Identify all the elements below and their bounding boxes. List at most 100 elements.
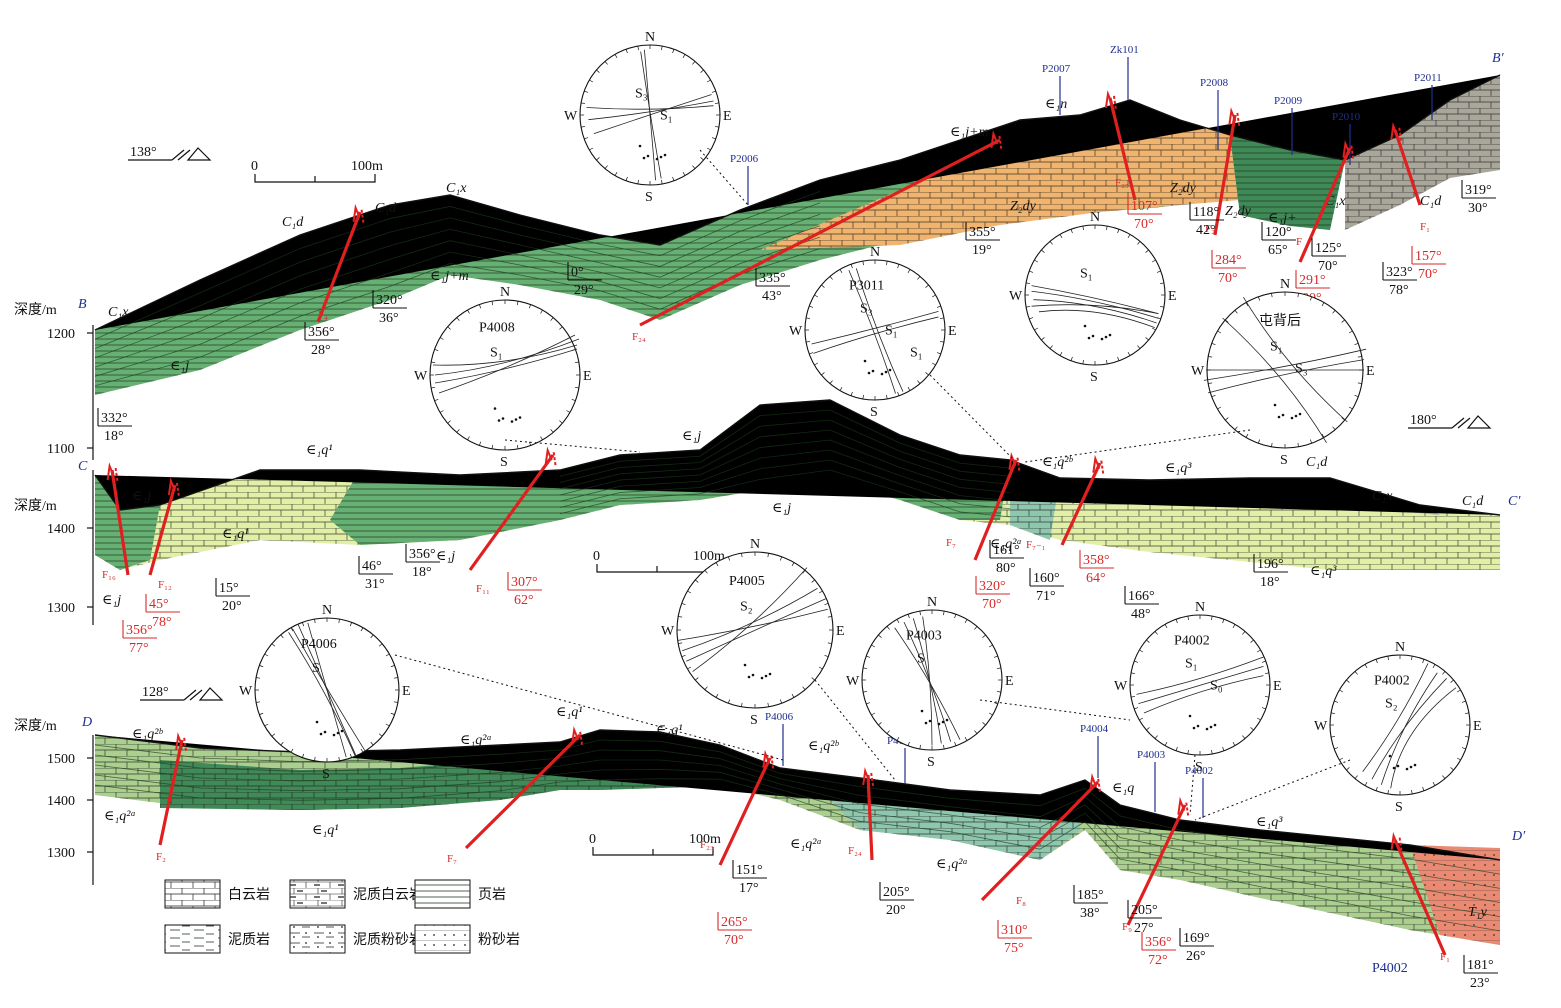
stereonet-6-east: E	[836, 624, 845, 639]
stereonets: NSEWS₃S₁NSEWS₁NSEWP3011S₃S₁S₁NSEWP4008S₁…	[239, 30, 1482, 821]
section-b-well-1-label: P2007	[1042, 63, 1071, 75]
section-b-attitude-10-dip: 30°	[1468, 201, 1488, 216]
stereonet-4-west: W	[1191, 364, 1205, 379]
section-d-attitude-0-dip: 17°	[739, 881, 759, 896]
stereonet-9-north: N	[1395, 640, 1405, 655]
stereonet-8-label: P4002	[1174, 633, 1210, 648]
section-d-unit-1: ∈₁q²ᵃ	[104, 809, 136, 824]
section-b-gray-right-pattern	[1345, 75, 1500, 230]
section-d-unit-8: ∈₁q	[1112, 781, 1134, 796]
section-b-unit-2: C₁d	[375, 201, 397, 216]
section-b-scale-zero: 0	[251, 159, 258, 174]
section-c-attitude-1-azimuth: 46°	[362, 559, 382, 574]
section-c-attitude-5: 166°48°	[1124, 586, 1159, 622]
section-d-attitude-2-azimuth: 185°	[1077, 888, 1104, 903]
section-d-well-4-label: P4002	[1185, 765, 1213, 777]
stereonet-2-south: S	[870, 405, 878, 420]
section-d-fault-label-5: F₉	[1122, 921, 1132, 933]
section-b-unit-0: C₁x	[108, 305, 129, 320]
section-b-depth-tick-1: 1100	[47, 442, 74, 457]
stereonet-leader-4	[394, 654, 784, 761]
section-c-attitude-0: 15°20°	[215, 578, 250, 614]
section-c-attitude-6: 196°18°	[1253, 554, 1288, 590]
stereonet-8-east: E	[1273, 679, 1282, 694]
stereonet-2-label: P3011	[849, 278, 884, 293]
section-d-attitude-0-azimuth: 151°	[736, 863, 763, 878]
section-c-attitude-3-azimuth: 161°	[993, 543, 1020, 558]
stereonet-0-s-label-1: S₁	[660, 109, 673, 124]
section-b-unit-5: ∈₁j	[170, 359, 189, 374]
section-c-fault-attitude-1-azimuth: 45°	[149, 597, 169, 612]
stereonet-8-south: S	[1195, 760, 1203, 775]
section-b-attitude-6: 118°42°	[1189, 202, 1224, 238]
stereonet-8-s-label-1: S₀	[1210, 679, 1223, 694]
stereonet-5-north: N	[322, 603, 332, 618]
section-b-attitude-10: 319° 30°	[1461, 180, 1496, 216]
section-c-topline	[94, 399, 1501, 516]
section-b-attitude-2-dip: 36°	[379, 311, 399, 326]
stereonet-7-s-label-0: S	[917, 652, 925, 667]
section-d-attitude-4: 169°26°	[1179, 928, 1214, 964]
section-b-fault-1	[639, 129, 1003, 327]
section-d-unit-11: ∈₁q¹	[556, 705, 582, 720]
section-d-well-3-label: P4003	[1137, 749, 1166, 761]
stereonet-7-label: P4003	[906, 628, 942, 643]
section-c-fault-attitude-3: 320°70°	[975, 576, 1010, 612]
section-b-attitude-9-azimuth: 323°	[1386, 265, 1413, 280]
section-b-fault-3	[1213, 107, 1241, 236]
section-c-fault-label-1: F₁₂	[158, 579, 172, 591]
section-c-depth-label: 深度/m	[14, 498, 57, 514]
section-d-unit-3: ∈₁q¹	[656, 723, 682, 738]
section-d-attitude-1: 205°20°	[879, 882, 914, 918]
stereonet-6-s-label-0: S₂	[740, 600, 753, 615]
section-d-attitude-3-azimuth: 205°	[1131, 903, 1158, 918]
section-c-unit-0: ∈₁j	[132, 489, 151, 504]
section-b-unit-9: Z₂dy	[1170, 181, 1197, 196]
section-b-attitude-9: 323°78°	[1382, 262, 1417, 298]
section-b-well-5-label: P2010	[1332, 111, 1361, 123]
stereonet-1-west: W	[1009, 289, 1023, 304]
section-c-fault-attitude-0: 356°77°	[122, 620, 157, 656]
section-c-fault-attitude-2-azimuth: 307°	[511, 575, 538, 590]
section-b-unit-1: C₁d	[282, 215, 304, 230]
section-c-fault-0	[106, 462, 130, 576]
section-b-direction: 138°	[128, 145, 212, 161]
section-b-fault-attitude-0-dip: 70°	[1134, 217, 1154, 232]
section-b-scale-label: 100m	[351, 159, 383, 174]
section-c-unit-8: ∈₁q²ᵃ	[990, 537, 1022, 552]
section-b-attitude-0-dip: 18°	[104, 429, 124, 444]
stereonet-3-south: S	[500, 455, 508, 470]
section-c-fault-attitude-2-dip: 62°	[514, 593, 534, 608]
stereonet-7-east: E	[1005, 674, 1014, 689]
section-b-fault-label-5: F₁	[1420, 221, 1430, 233]
section-b-fault-5	[1390, 121, 1422, 206]
section-c-start-label: C	[78, 459, 88, 474]
stereonet-6-north: N	[750, 537, 760, 552]
section-b-well-3: P2008	[1200, 77, 1229, 150]
section-b-well-0-label: P2006	[730, 153, 759, 165]
section-c-fault-attitude-3-azimuth: 320°	[979, 579, 1006, 594]
section-b-attitude-10-azimuth: 319°	[1465, 183, 1492, 198]
section-c-attitude-3: 161°80°	[989, 540, 1024, 576]
section-c-fault-label-2: F₁₁	[476, 583, 490, 595]
section-d-fault-label-1: F₇	[447, 853, 457, 865]
stereonet-leader-7	[1189, 754, 1196, 816]
section-b-fault-attitude-1-azimuth: 284°	[1215, 253, 1242, 268]
section-c-attitude-2-dip: 18°	[412, 565, 432, 580]
section-c-fault-attitude-0-azimuth: 356°	[126, 623, 153, 638]
section-b-depth-label: 深度/m	[14, 302, 57, 318]
stereonet-4-s-label-0: S₁	[1270, 340, 1283, 355]
legend-item-0-label: 白云岩	[228, 887, 270, 903]
section-b-fault-0	[316, 203, 365, 323]
section-d-well-5-label: P4002	[1372, 961, 1408, 976]
section-c-fault-attitude-1: 45°78°	[145, 594, 180, 630]
section-b-unit-7: ∈₁j+m	[950, 125, 989, 140]
section-d-fault-label-4: F₈	[1016, 895, 1026, 907]
section-c-fault-label-4: F₇₋₁	[1026, 539, 1046, 551]
